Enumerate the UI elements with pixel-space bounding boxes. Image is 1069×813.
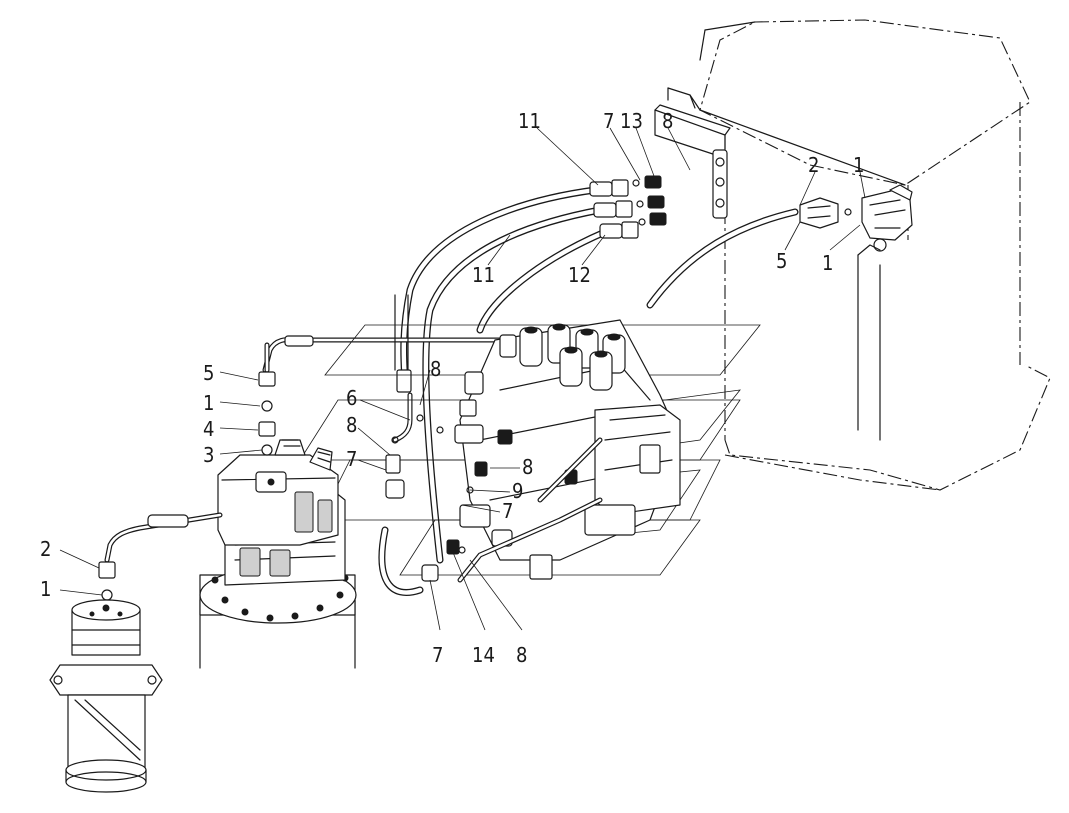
left-pipe xyxy=(262,294,503,443)
callout-6-valve: 6 xyxy=(346,386,357,410)
upper-hose-group xyxy=(378,175,799,596)
callout-1-lower: 1 xyxy=(40,577,51,601)
callout-12-mid: 12 xyxy=(568,263,591,287)
hose-end-fittings xyxy=(589,175,667,239)
small-pump xyxy=(49,561,163,793)
callout-11-top: 11 xyxy=(518,109,541,133)
callout-13-top: 13 xyxy=(620,109,643,133)
valve-fittings xyxy=(385,334,578,582)
leader-lines xyxy=(59,127,866,631)
callout-5-left: 5 xyxy=(203,361,214,385)
callout-8-top: 8 xyxy=(662,109,673,133)
swing-motor xyxy=(104,342,357,669)
callout-1-tank-low: 1 xyxy=(822,251,833,275)
callout-2-lower: 2 xyxy=(40,537,51,561)
callout-8-valve-mid: 8 xyxy=(522,455,533,479)
callout-9-valve: 9 xyxy=(512,479,523,503)
hydraulic-tank xyxy=(654,19,1051,491)
callout-labels: 11 7 13 8 2 1 5 1 11 12 5 1 4 3 6 8 8 7 … xyxy=(40,109,864,667)
valve-spools xyxy=(519,323,626,391)
callout-7-valve-mid: 7 xyxy=(502,499,513,523)
callout-3-left: 3 xyxy=(203,443,214,467)
callout-8-valve-left: 8 xyxy=(346,413,357,437)
callout-8-bottom: 8 xyxy=(516,643,527,667)
callout-8-valve-top: 8 xyxy=(430,357,441,381)
callout-7-valve-left: 7 xyxy=(346,447,357,471)
callout-7-bottom: 7 xyxy=(432,643,443,667)
callout-1-left: 1 xyxy=(203,391,214,415)
control-valve-block xyxy=(299,319,761,583)
callout-4-left: 4 xyxy=(203,417,214,441)
callout-2-tank: 2 xyxy=(808,153,819,177)
callout-7-top: 7 xyxy=(603,109,614,133)
callout-14-bottom: 14 xyxy=(472,643,495,667)
callout-1-tank: 1 xyxy=(853,153,864,177)
callout-11-mid: 11 xyxy=(472,263,495,287)
callout-5-tank: 5 xyxy=(776,249,787,273)
